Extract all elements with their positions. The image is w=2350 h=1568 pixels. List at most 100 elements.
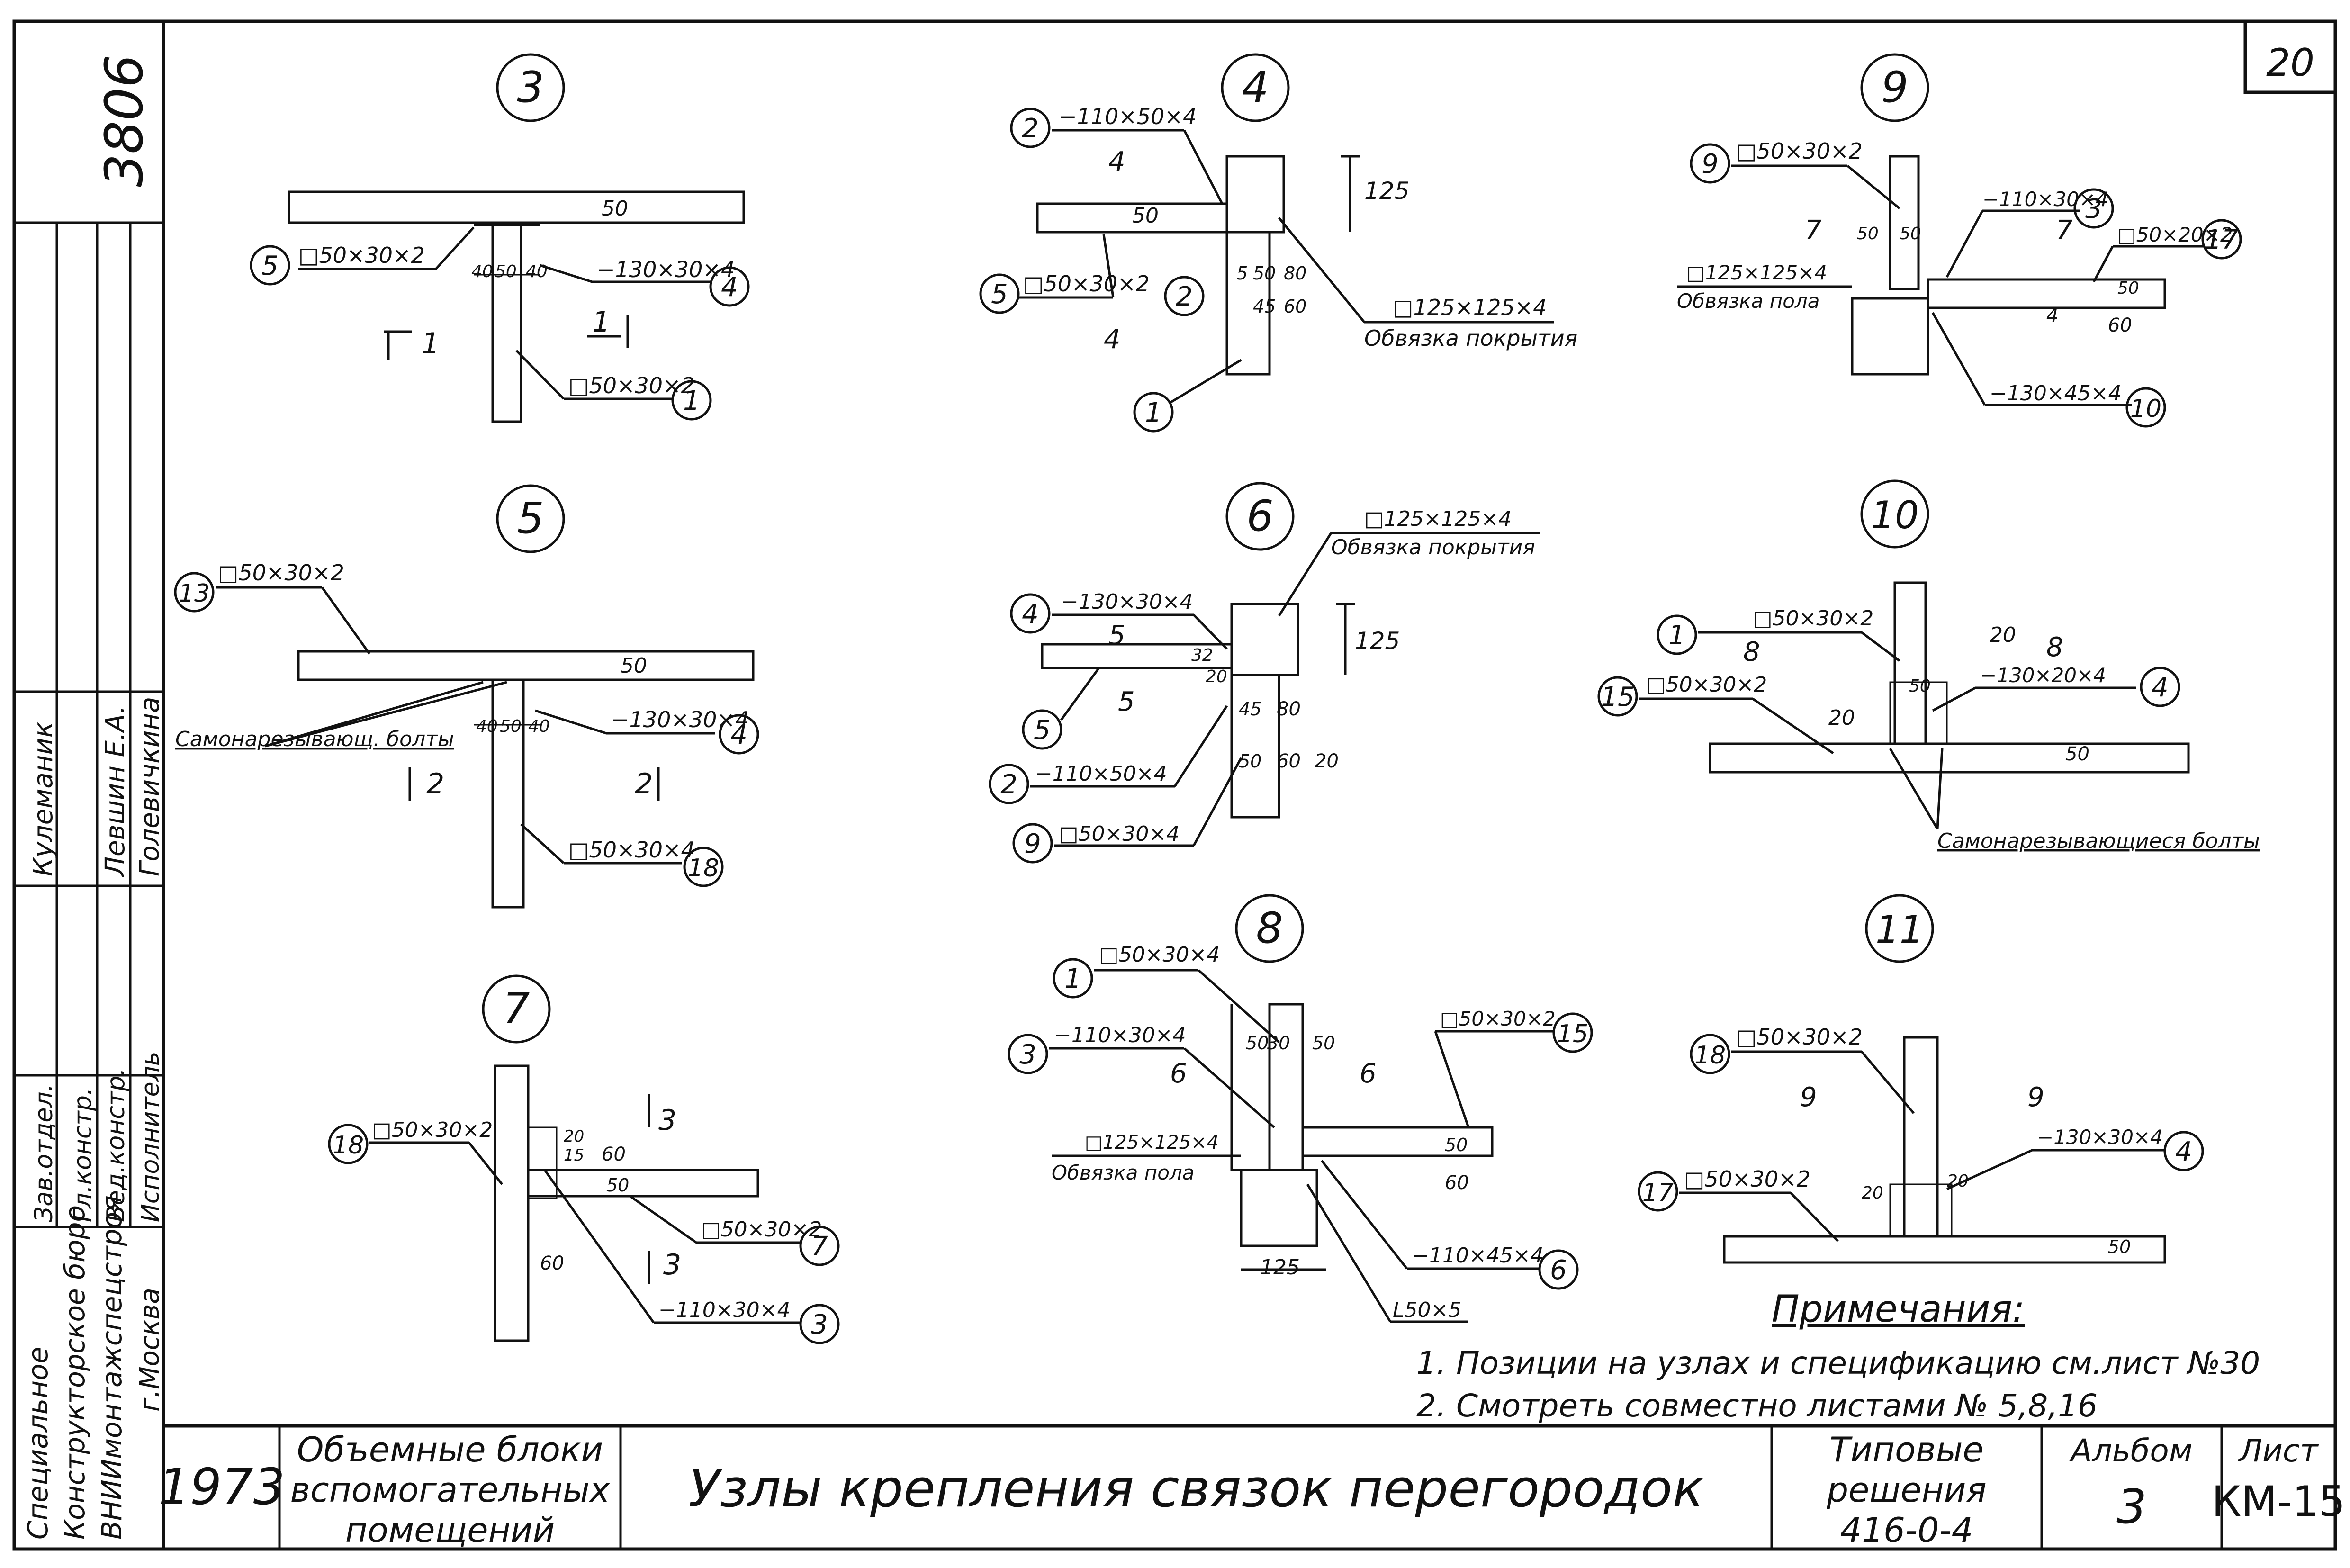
- node-number: 6: [1246, 491, 1273, 541]
- part-label: □125×125×4: [1085, 1132, 1219, 1153]
- dim-label: 20: [1828, 706, 1855, 730]
- part-label: □50×30×2: [701, 1217, 822, 1242]
- callout-circle: [2201, 219, 2242, 260]
- callout-number: 13: [179, 579, 210, 608]
- node-number: 4: [1242, 63, 1269, 112]
- section-mark: 7: [2056, 215, 2073, 246]
- part-label: −130×30×4: [2037, 1126, 2163, 1149]
- callout-circle: [2073, 188, 2114, 229]
- series-line-2: решения: [1826, 1470, 1986, 1510]
- callout-number: 3: [2085, 194, 2102, 225]
- part-label: □50×30×4: [1059, 822, 1180, 846]
- vertical-tube: [1268, 1003, 1304, 1171]
- node-4: 4 125 50 5 50 80 45 60 2 −110×50×4 4 5 □…: [979, 53, 1577, 433]
- gusset-plate: [1889, 681, 1948, 745]
- horizontal-tube: [1927, 278, 2166, 309]
- dim-label: 40: [471, 262, 493, 281]
- outer-frame: [12, 19, 2337, 1551]
- horizontal-tube: [297, 650, 755, 681]
- callout-circle: [2140, 667, 2180, 707]
- dim-label: 125: [1364, 177, 1409, 205]
- node-8: 8 125 50 30 50 50 60 1 □50×30×4 3 −110×3…: [1008, 894, 1593, 1323]
- callout-circle: [1053, 958, 1093, 999]
- dim-label: 20: [564, 1127, 584, 1146]
- dim-label: 32: [1191, 646, 1213, 665]
- part-label: Обвязка пола: [1677, 289, 1820, 313]
- dim-label: 50: [1857, 224, 1879, 243]
- dim-label: 60: [1445, 1172, 1469, 1194]
- part-label: □125×125×4: [1393, 295, 1547, 320]
- node-6: 6 125 32 20 45 80 50 60 20 □125×125×4 Об…: [989, 482, 1540, 864]
- part-label: −110×30×4: [658, 1298, 791, 1322]
- stamp-name-2: Левшин Е.А.: [100, 705, 131, 877]
- dim-label: 50: [602, 197, 628, 221]
- callout-number: 6: [1550, 1255, 1567, 1286]
- part-label: □50×30×4: [1099, 943, 1220, 967]
- callout-circle: [799, 1304, 840, 1344]
- callout-circle: [683, 847, 724, 887]
- callout-number: 1: [1668, 620, 1685, 651]
- section-mark: 9: [1800, 1082, 1817, 1113]
- dim-label: 125: [1355, 627, 1400, 655]
- part-label: Обвязка пола: [1052, 1161, 1195, 1184]
- callout-number: 4: [2175, 1136, 2192, 1167]
- section-mark: 3: [663, 1248, 681, 1281]
- stamp-org-2: Конструкторское бюро: [59, 1205, 91, 1540]
- dim-label: 50: [500, 717, 522, 736]
- node-number: 3: [517, 63, 544, 112]
- node-number-circle: [1235, 894, 1304, 963]
- node-number-circle: [1865, 894, 1934, 963]
- part-label: □50×30×2: [218, 560, 344, 586]
- section-mark: 4: [1108, 146, 1125, 177]
- node-11: 11 20 20 50 18 □50×30×2 9 9 −130×30×4 4 …: [1638, 894, 2204, 1264]
- stamp-role-3: Вед.констр.: [102, 1068, 130, 1222]
- dim-label: 125: [1260, 1255, 1300, 1280]
- dim-label: 50: [2065, 743, 2089, 765]
- callout-number: 4: [2152, 672, 2169, 703]
- callout-number: 18: [688, 854, 719, 883]
- callout-circle: [174, 572, 215, 613]
- vertical-tube: [494, 1064, 530, 1342]
- section-mark: 5: [1118, 686, 1135, 717]
- callout-circle: [979, 273, 1020, 314]
- section-mark: 8: [2046, 632, 2063, 663]
- callout-number: 4: [721, 272, 738, 303]
- callout-circle: [1538, 1249, 1579, 1290]
- callout-circle: [719, 714, 759, 755]
- album-label: Альбом: [2069, 1433, 2192, 1469]
- dim-label: 60: [1284, 296, 1306, 317]
- stamp-role-1: Зав.отдел.: [30, 1084, 58, 1222]
- dim-label: 50: [1909, 676, 1931, 696]
- vertical-tube: [1903, 1036, 1939, 1238]
- section-mark: 1: [422, 327, 440, 360]
- node-number-circle: [482, 974, 551, 1044]
- vertical-tube: [1225, 231, 1271, 376]
- frame-tube: [1230, 603, 1299, 676]
- callout-number: 3: [811, 1309, 828, 1340]
- callout-circle: [1010, 108, 1051, 148]
- callout-number: 4: [730, 720, 747, 750]
- part-label: −110×45×4: [1412, 1244, 1544, 1268]
- callout-number: 9: [1024, 829, 1041, 859]
- callout-number: 18: [333, 1131, 364, 1160]
- callout-number: 17: [2205, 225, 2239, 255]
- callout-circle: [1690, 1034, 1730, 1074]
- part-label: □50×30×2: [1023, 271, 1150, 297]
- sheet-label: Лист: [2238, 1433, 2319, 1469]
- part-label: □50×20×2: [2117, 223, 2233, 246]
- section-mark: 2: [635, 767, 653, 801]
- dim-label: 60: [540, 1253, 564, 1274]
- part-label: □50×30×2: [1736, 138, 1863, 164]
- part-label: Самонарезывающиеся болты: [1937, 829, 2260, 853]
- node-number: 10: [1871, 493, 1919, 537]
- callout-number: 2: [1176, 281, 1193, 312]
- section-mark: 1: [592, 306, 610, 339]
- dim-label: 50: [1900, 224, 1921, 243]
- series-line-3: 416-0-4: [1840, 1510, 1973, 1550]
- node-number-circle: [1860, 479, 1929, 549]
- stamp-role-2: Гл.констр.: [69, 1088, 97, 1222]
- frame-tube: [1225, 155, 1285, 234]
- horizontal-tube: [288, 190, 745, 224]
- callout-circle: [1010, 593, 1051, 634]
